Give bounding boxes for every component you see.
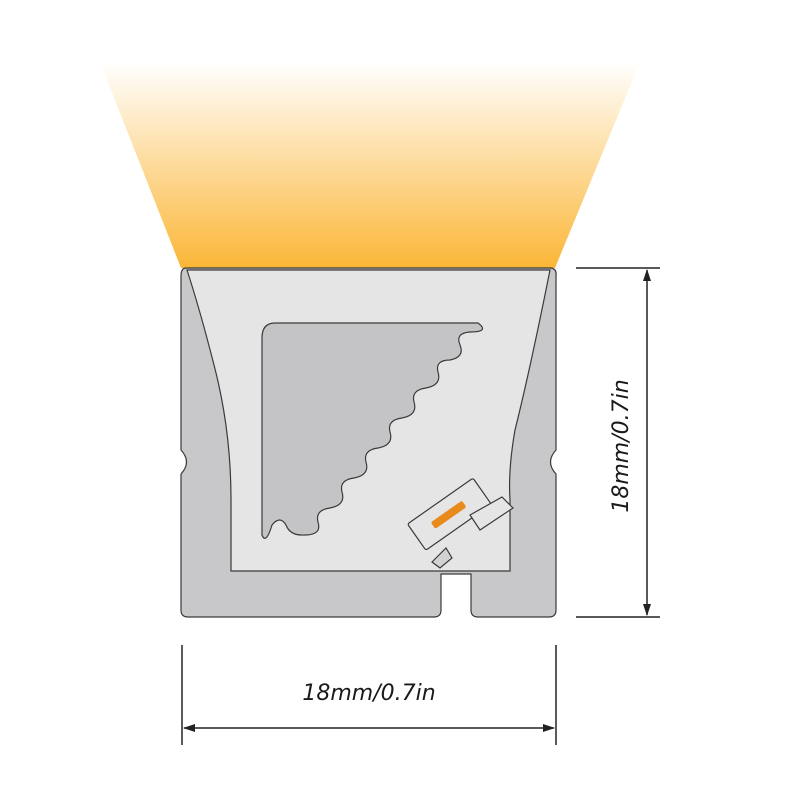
width-label: 18mm/0.7in	[302, 681, 435, 706]
led-clip-foot	[431, 547, 453, 569]
reflector	[261, 322, 484, 539]
led-chip	[431, 501, 466, 529]
led-clip	[469, 496, 514, 531]
light-beam	[100, 62, 640, 268]
height-label: 18mm/0.7in	[609, 379, 634, 512]
led-strip	[407, 478, 492, 551]
